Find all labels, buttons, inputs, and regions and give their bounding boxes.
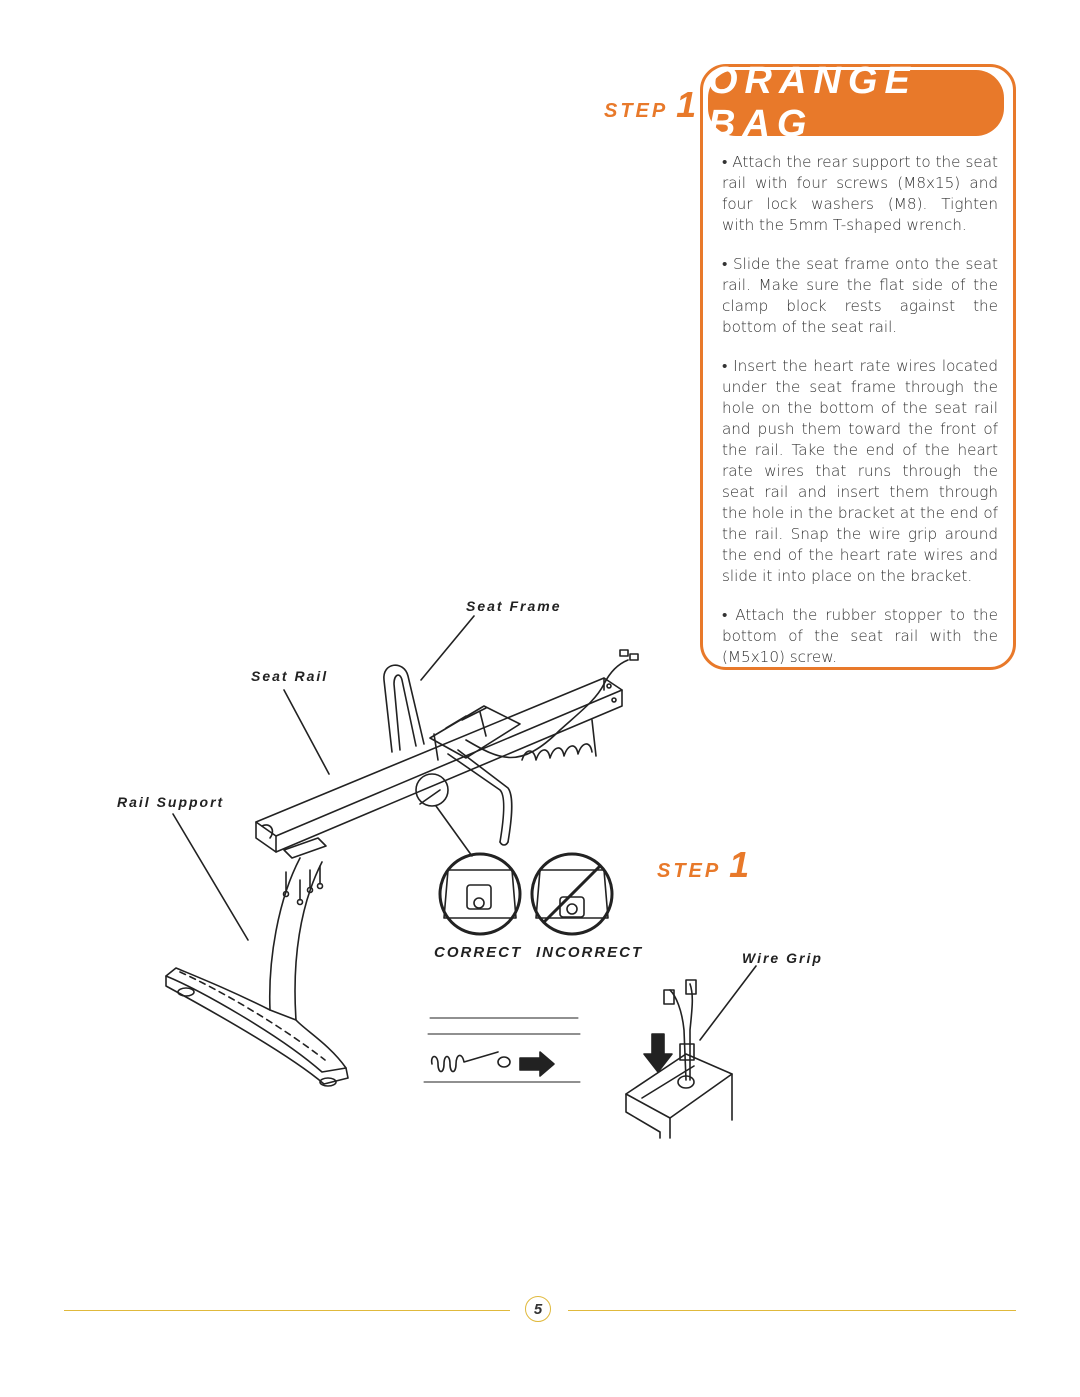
leader-seat-rail: [283, 689, 330, 775]
seat-rail-drawing: [255, 677, 623, 853]
leader-wire-grip: [699, 965, 757, 1041]
leader-seat-frame: [420, 615, 475, 681]
footer-rule-right: [568, 1310, 1016, 1311]
instruction-item: Attach the rubber stopper to the bottom …: [722, 605, 998, 668]
detail-circle-small: [415, 773, 449, 807]
correct-diagram: [438, 852, 522, 936]
coil-detail-drawing: [423, 1017, 581, 1083]
label-wire-grip: Wire Grip: [742, 950, 823, 966]
panel-title: ORANGE BAG: [708, 60, 917, 145]
label-seat-rail: Seat Rail: [251, 668, 329, 684]
rail-support-drawing: [165, 837, 349, 1087]
panel-header: ORANGE BAG: [708, 60, 1004, 145]
page-number: 5: [525, 1296, 551, 1322]
slide-arrow-icon: [519, 1051, 555, 1077]
step-label-secondary: STEP 1: [657, 844, 749, 886]
instruction-panel: [700, 64, 1016, 670]
seat-frame-drawing: [383, 649, 639, 846]
label-incorrect: INCORRECT: [536, 944, 644, 961]
page-number-text: 5: [533, 1300, 543, 1318]
label-correct: CORRECT: [434, 944, 523, 961]
footer-rule-left: [64, 1310, 510, 1311]
label-seat-frame: Seat Frame: [466, 598, 562, 614]
incorrect-diagram: [530, 852, 614, 936]
step-number: 1: [729, 844, 750, 885]
instruction-item: Attach the rear support to the seat rail…: [722, 152, 998, 236]
step-number: 1: [676, 84, 697, 125]
wire-grip-drawing: [625, 979, 733, 1139]
instruction-item: Insert the heart rate wires located unde…: [722, 356, 998, 587]
step-word: STEP: [657, 860, 721, 882]
instruction-item: Slide the seat frame onto the seat rail.…: [722, 254, 998, 338]
instruction-list: Attach the rear support to the seat rail…: [722, 152, 998, 686]
label-rail-support: Rail Support: [117, 794, 225, 810]
leader-rail-support: [172, 813, 249, 941]
step-label: STEP 1: [604, 84, 696, 126]
down-arrow-icon: [643, 1033, 673, 1073]
step-word: STEP: [604, 100, 668, 122]
